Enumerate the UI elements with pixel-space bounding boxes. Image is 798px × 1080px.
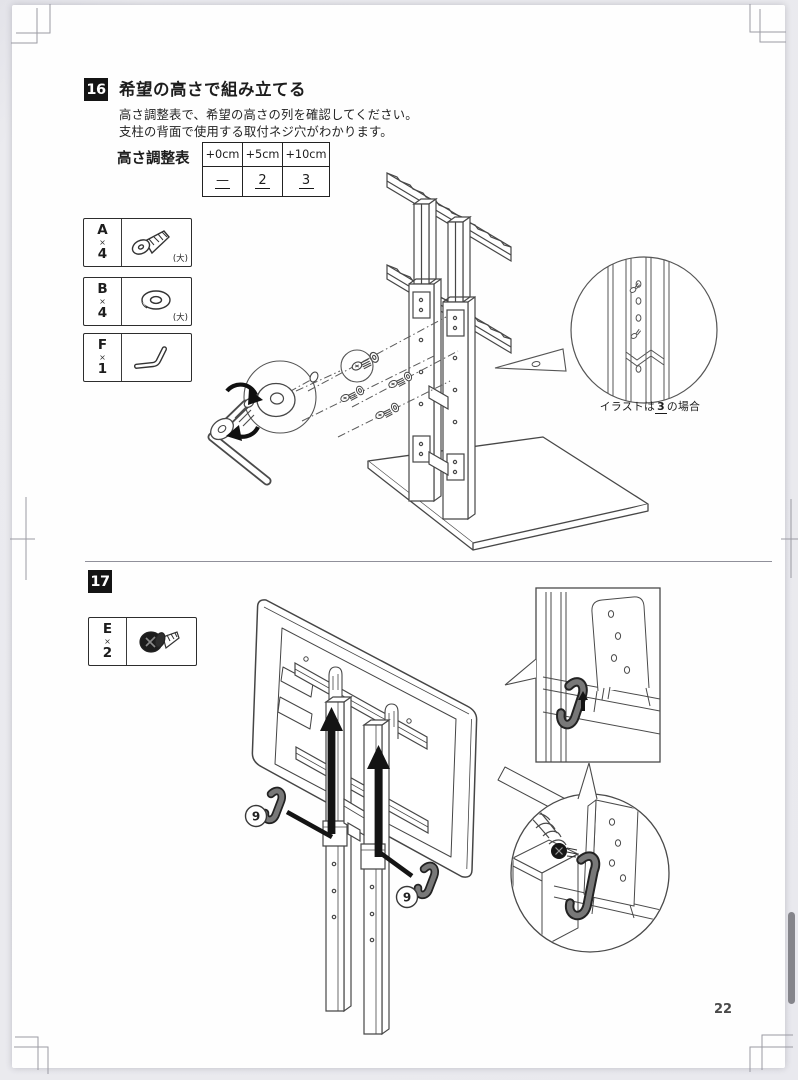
insert-direction-arrows bbox=[320, 707, 390, 857]
table-header-cell: +5cm bbox=[243, 143, 283, 167]
table-value-cell: — bbox=[203, 167, 243, 196]
hook-callout-label: 9 bbox=[403, 891, 411, 905]
hook-parts: 9 9 bbox=[244, 786, 439, 909]
pole-detail-circle bbox=[570, 256, 718, 404]
step-16-description-line2: 支柱の背面で使用する取付ネジ穴がわかります。 bbox=[119, 125, 393, 139]
height-table-label: 高さ調整表 bbox=[117, 151, 190, 167]
parts-box-f: F×1 bbox=[83, 333, 192, 382]
height-adjustment-table: +0cm +5cm +10cm — 2 3 bbox=[202, 142, 330, 197]
thumb-screw bbox=[551, 843, 578, 859]
stand-columns bbox=[408, 198, 476, 520]
rotation-arrow bbox=[225, 382, 263, 441]
parts-box-a: A×4 (大) bbox=[83, 218, 192, 267]
parts-box-b: B×4 (大) bbox=[83, 277, 192, 326]
stand-columns bbox=[322, 696, 390, 1035]
page-number: 22 bbox=[713, 1002, 733, 1017]
exploded-screws bbox=[339, 349, 414, 421]
callout-wedge bbox=[494, 348, 567, 372]
table-header-cell: +10cm bbox=[283, 143, 329, 167]
table-value-cell: 2 bbox=[243, 167, 283, 196]
table-value-cell: 3 bbox=[283, 167, 329, 196]
step-16-description-line1: 高さ調整表で、希望の高さの列を確認してください。 bbox=[119, 108, 418, 122]
flat-head-screw-icon bbox=[131, 229, 170, 255]
hex-wrench bbox=[207, 382, 272, 486]
table-header-cell: +0cm bbox=[203, 143, 243, 167]
step-16-title: 希望の高さで組み立てる bbox=[119, 80, 306, 99]
section-divider bbox=[85, 561, 772, 562]
hex-key-icon bbox=[133, 345, 167, 369]
washer-icon bbox=[140, 289, 171, 310]
step-16-badge: 16 bbox=[84, 78, 108, 101]
step-17-badge: 17 bbox=[88, 570, 112, 593]
hook-detail-panel bbox=[504, 587, 661, 763]
scrollbar-thumb[interactable] bbox=[788, 912, 795, 1004]
thumb-screw-icon bbox=[138, 630, 180, 653]
parts-box-e: E×2 bbox=[88, 617, 197, 666]
step-16-illustration bbox=[207, 172, 718, 551]
hook-callout-label: 9 bbox=[252, 810, 260, 824]
washer-detail-circle bbox=[243, 360, 319, 434]
thumbscrew-detail-circle bbox=[510, 762, 670, 953]
step-17-illustration: 9 9 bbox=[244, 587, 670, 1035]
